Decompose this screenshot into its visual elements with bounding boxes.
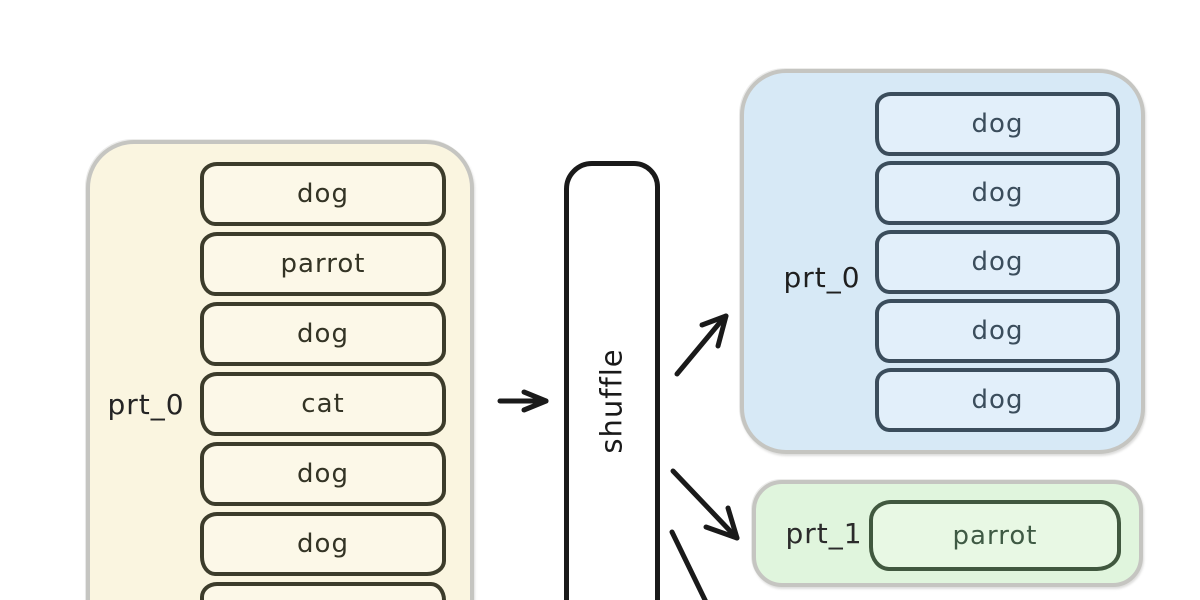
partition-prt1-label: prt_1 bbox=[785, 517, 863, 550]
list-item: dog bbox=[200, 442, 446, 506]
source-partition-label: prt_0 bbox=[107, 388, 185, 421]
shuffle-box: shuffle bbox=[564, 161, 660, 600]
list-item bbox=[200, 582, 446, 600]
source-item-stack: dog parrot dog cat dog dog bbox=[200, 162, 446, 600]
list-item: dog bbox=[875, 161, 1120, 225]
list-item: dog bbox=[875, 299, 1120, 363]
list-item: parrot bbox=[200, 232, 446, 296]
shuffle-label: shuffle bbox=[595, 348, 629, 454]
partition-prt1: prt_1 parrot bbox=[752, 480, 1143, 587]
list-item: dog bbox=[875, 368, 1120, 432]
list-item: dog bbox=[200, 162, 446, 226]
prt0-item-stack: dog dog dog dog dog bbox=[875, 92, 1120, 432]
list-item: dog bbox=[200, 302, 446, 366]
list-item: dog bbox=[875, 92, 1120, 156]
arrow-shuffle-to-prt1 bbox=[670, 468, 740, 541]
arrow-shuffle-to-offscreen bbox=[669, 529, 708, 600]
arrow-source-to-shuffle bbox=[497, 389, 549, 413]
list-item: parrot bbox=[869, 500, 1121, 571]
list-item: cat bbox=[200, 372, 446, 436]
source-partition: prt_0 dog parrot dog cat dog dog bbox=[86, 140, 474, 600]
partition-prt0-label: prt_0 bbox=[783, 261, 861, 294]
arrow-shuffle-to-prt0 bbox=[674, 313, 729, 377]
prt1-item-stack: parrot bbox=[869, 500, 1121, 571]
list-item: dog bbox=[200, 512, 446, 576]
partition-prt0: prt_0 dog dog dog dog dog bbox=[740, 69, 1145, 454]
list-item: dog bbox=[875, 230, 1120, 294]
